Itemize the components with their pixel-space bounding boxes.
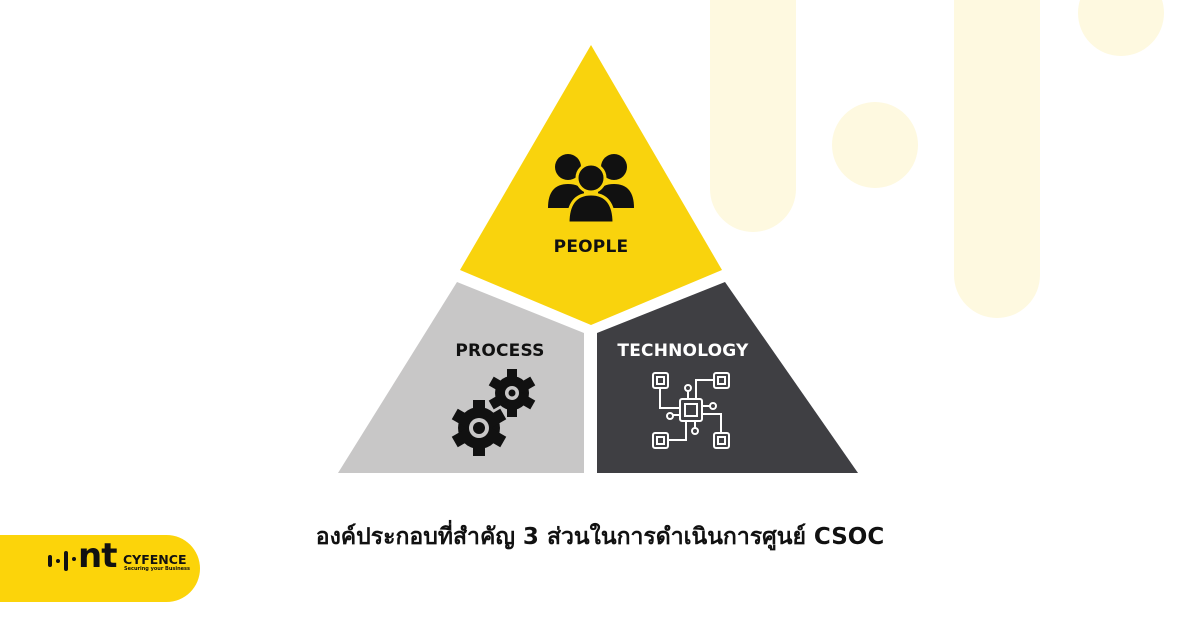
- logo-tagline: Securing your Business: [124, 566, 190, 572]
- logo-badge: [0, 535, 200, 602]
- circuit-chip-icon: [652, 372, 730, 449]
- technology-segment: [597, 282, 858, 473]
- background-pill-2: [954, 0, 1040, 318]
- gears-icon: [451, 369, 536, 456]
- people-group-icon: [548, 154, 634, 225]
- logo-mark: nt: [78, 536, 117, 576]
- process-segment: [338, 282, 584, 473]
- process-label: PROCESS: [455, 341, 545, 361]
- logo-brand: CYFENCE: [123, 552, 187, 567]
- diagram-caption: องค์ประกอบที่สำคัญ 3 ส่วนในการดำเนินการศ…: [315, 524, 885, 550]
- background-pill-1: [710, 0, 796, 232]
- background-circle-1: [832, 102, 918, 188]
- logo-signal-mark-icon: [48, 551, 76, 571]
- technology-label: TECHNOLOGY: [617, 341, 749, 361]
- people-label: PEOPLE: [553, 237, 629, 257]
